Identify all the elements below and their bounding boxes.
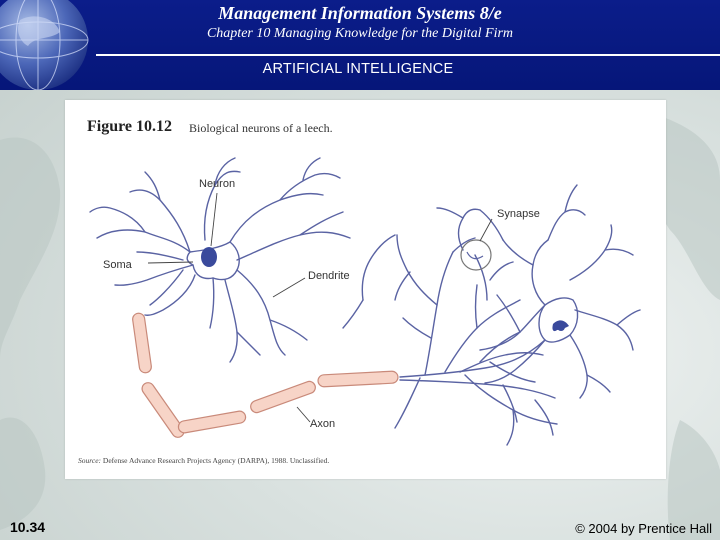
figure-number: Figure 10.12	[87, 118, 173, 135]
copyright-notice: © 2004 by Prentice Hall	[575, 521, 712, 536]
slide-title: Management Information Systems 8/e	[218, 3, 502, 23]
neuron-diagram	[89, 157, 641, 446]
slide-number: 10.34	[10, 519, 46, 535]
label-neuron: Neuron	[199, 178, 236, 190]
figure-source: Source: Defense Advance Research Project…	[78, 456, 329, 465]
label-dendrite: Dendrite	[308, 270, 350, 282]
slide-header: Management Information Systems 8/e Chapt…	[0, 0, 720, 90]
figure-panel: Figure 10.12 Biological neurons of a lee…	[65, 100, 666, 479]
source-text: Defense Advance Research Projects Agency…	[102, 456, 330, 465]
label-axon: Axon	[310, 418, 336, 430]
figure-caption: Biological neurons of a leech.	[189, 121, 333, 135]
header-divider	[96, 54, 720, 56]
label-soma: Soma	[103, 259, 132, 271]
globe-logo	[0, 0, 89, 90]
slide-subtitle: Chapter 10 Managing Knowledge for the Di…	[206, 26, 514, 41]
section-title: ARTIFICIAL INTELLIGENCE	[262, 61, 454, 77]
label-synapse: Synapse	[497, 208, 540, 220]
source-prefix: Source:	[78, 456, 102, 465]
